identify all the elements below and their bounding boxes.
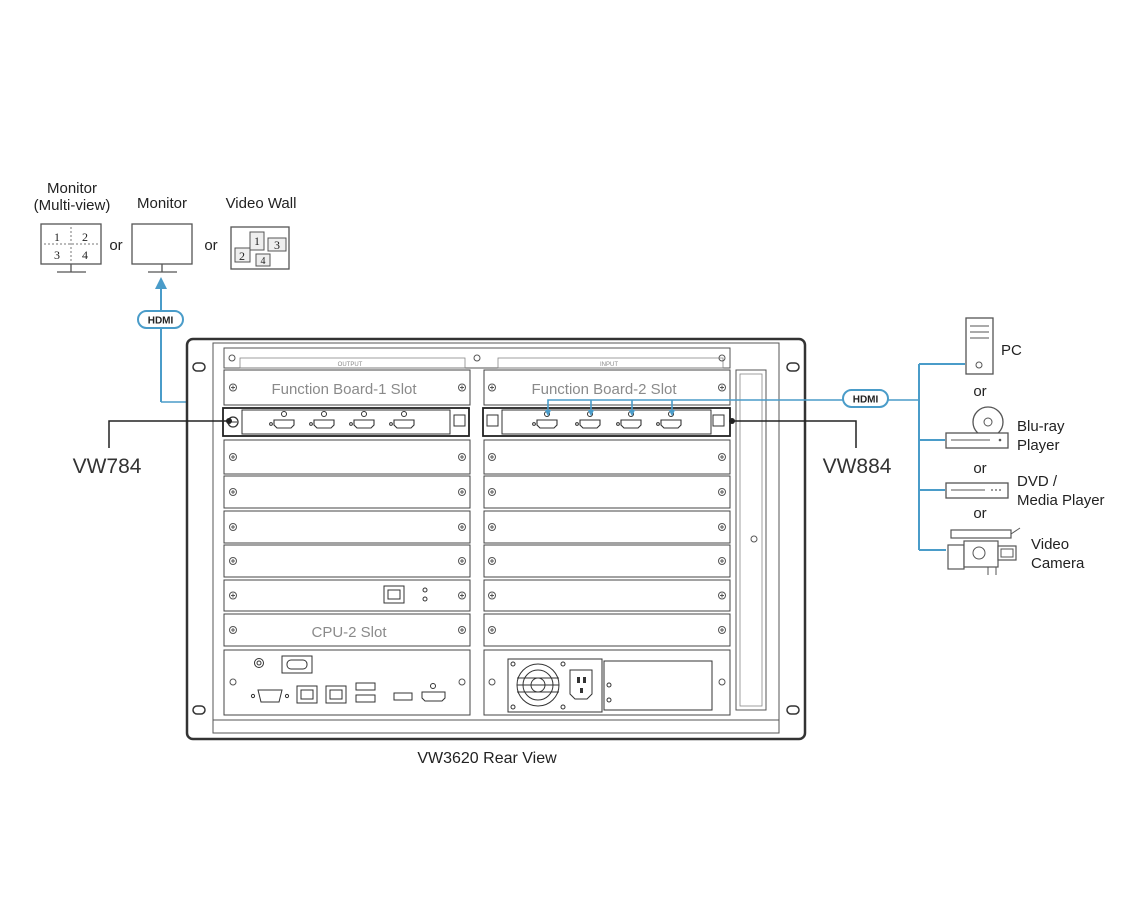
or-label: or	[973, 383, 986, 400]
monitor-label: Monitor	[137, 195, 187, 212]
video-wall-label: Video Wall	[226, 195, 297, 212]
slot-panel	[223, 475, 471, 509]
function-board-1-slot-label: Function Board-1 Slot	[271, 381, 417, 398]
cpu-module	[223, 649, 471, 716]
screw	[488, 591, 496, 600]
screw	[229, 383, 237, 392]
screw	[458, 557, 466, 565]
dvd-player-icon	[945, 482, 1009, 499]
pc-icon	[965, 317, 994, 375]
or-label: or	[973, 460, 986, 477]
multiview-digit: 1	[54, 230, 60, 244]
function-board-2-slot-label: Function Board-2 Slot	[531, 381, 677, 398]
output-devices: Monitor(Multi-view) 1 2 3 4 or Monitor o…	[34, 180, 297, 273]
screw	[488, 488, 496, 496]
screw	[229, 591, 237, 600]
wall-digit: 3	[274, 238, 280, 252]
power-supply-module	[483, 649, 731, 716]
screw	[458, 523, 466, 531]
slot-panel	[223, 544, 471, 578]
or-label: or	[973, 505, 986, 522]
wall-digit: 1	[254, 234, 260, 248]
diagram-caption: VW3620 Rear View	[417, 750, 557, 767]
slot-panel	[223, 579, 471, 612]
wall-digit: 2	[239, 249, 245, 263]
input-section-label: INPUT	[600, 362, 618, 368]
cpu-2-slot-label: CPU-2 Slot	[311, 624, 387, 641]
screw	[488, 383, 496, 392]
slot-panel	[483, 475, 731, 509]
hdmi-port	[309, 411, 335, 429]
screw	[488, 626, 496, 634]
screw	[718, 591, 726, 600]
slot-panel	[223, 439, 471, 475]
screw	[229, 626, 237, 634]
screw	[458, 383, 466, 392]
hdmi-port	[269, 411, 295, 429]
output-section-label: OUTPUT	[338, 362, 363, 368]
monitor-multiview-label: Monitor(Multi-view)	[34, 180, 111, 214]
multiview-digit: 2	[82, 230, 88, 244]
screw	[718, 523, 726, 531]
vw784-callout: VW784	[73, 418, 232, 478]
hdmi-port	[389, 411, 415, 429]
slot-panel	[483, 579, 731, 612]
multiview-digit: 4	[82, 248, 88, 262]
hdmi-output-label: HDMI	[148, 316, 174, 327]
hdmi-input-label: HDMI	[853, 395, 879, 406]
screw	[718, 453, 726, 461]
screw	[718, 626, 726, 634]
slot-panel	[483, 544, 731, 578]
vw884-board	[482, 407, 731, 437]
screw	[229, 453, 237, 461]
vw884-callout: VW884	[729, 418, 892, 478]
screw	[458, 591, 466, 600]
screw	[718, 488, 726, 496]
screw	[718, 383, 726, 392]
screw	[458, 626, 466, 634]
bluray-icon	[945, 406, 1009, 449]
input-hdmi-cable: HDMI	[544, 363, 965, 551]
vw784-label: VW784	[73, 455, 142, 478]
lan-module	[383, 585, 428, 604]
vw884-label: VW884	[823, 455, 892, 478]
screw	[458, 453, 466, 461]
screw	[458, 488, 466, 496]
pc-label: PC	[1001, 342, 1022, 359]
slot-panel	[483, 613, 731, 647]
screw	[488, 557, 496, 565]
video-wall-icon: 1 2 3 4	[230, 226, 290, 270]
slot-panel	[483, 369, 731, 406]
hdmi-port	[349, 411, 375, 429]
multiview-digit: 3	[54, 248, 60, 262]
screw	[229, 488, 237, 496]
monitor-icon	[131, 223, 193, 273]
slot-panel	[483, 439, 731, 475]
screw	[718, 557, 726, 565]
vw3620-chassis: OUTPUT INPUT Function Board-1 Slot Funct…	[185, 337, 807, 741]
slot-panel	[223, 613, 471, 647]
wall-digit: 4	[261, 256, 266, 267]
monitor-multiview-icon: 1 2 3 4	[40, 223, 102, 273]
or-label: or	[204, 237, 217, 254]
video-camera-icon	[947, 527, 1021, 575]
left-slot-column	[223, 369, 471, 647]
screw	[488, 523, 496, 531]
vw784-board	[222, 407, 470, 437]
slot-panel	[223, 510, 471, 544]
slot-panel	[483, 510, 731, 544]
dvd-label: DVD /Media Player	[1017, 473, 1105, 509]
slot-panel	[223, 369, 471, 406]
screw	[229, 523, 237, 531]
screw	[229, 557, 237, 565]
screw	[488, 453, 496, 461]
or-label: or	[109, 237, 122, 254]
right-slot-column	[483, 369, 731, 647]
